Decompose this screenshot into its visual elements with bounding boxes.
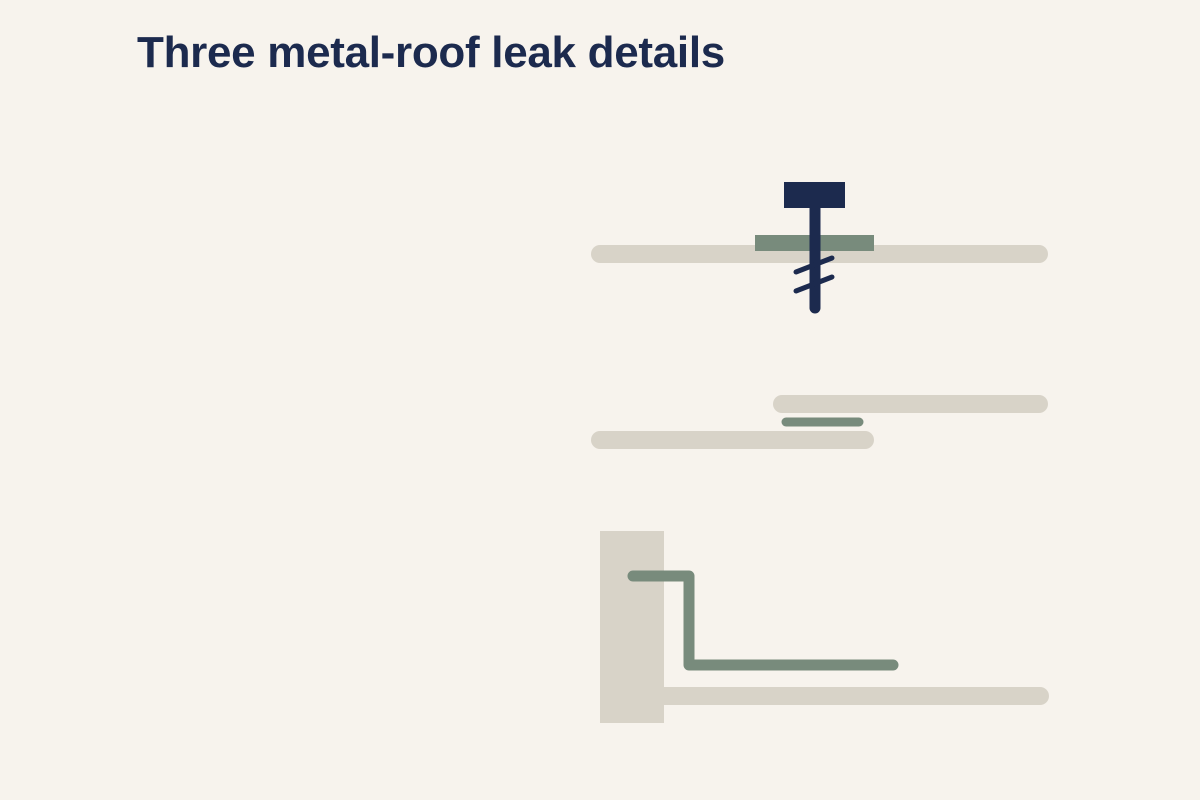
fastener-detail	[591, 182, 1048, 314]
wall-flashing-detail	[600, 531, 1049, 723]
screw-thread-upper	[793, 255, 835, 275]
step-flashing	[627, 570, 899, 671]
wall	[600, 531, 664, 723]
screw-thread-lower	[793, 274, 835, 294]
page-title: Three metal-roof leak details	[137, 28, 725, 77]
side-lap-detail	[591, 395, 1048, 449]
